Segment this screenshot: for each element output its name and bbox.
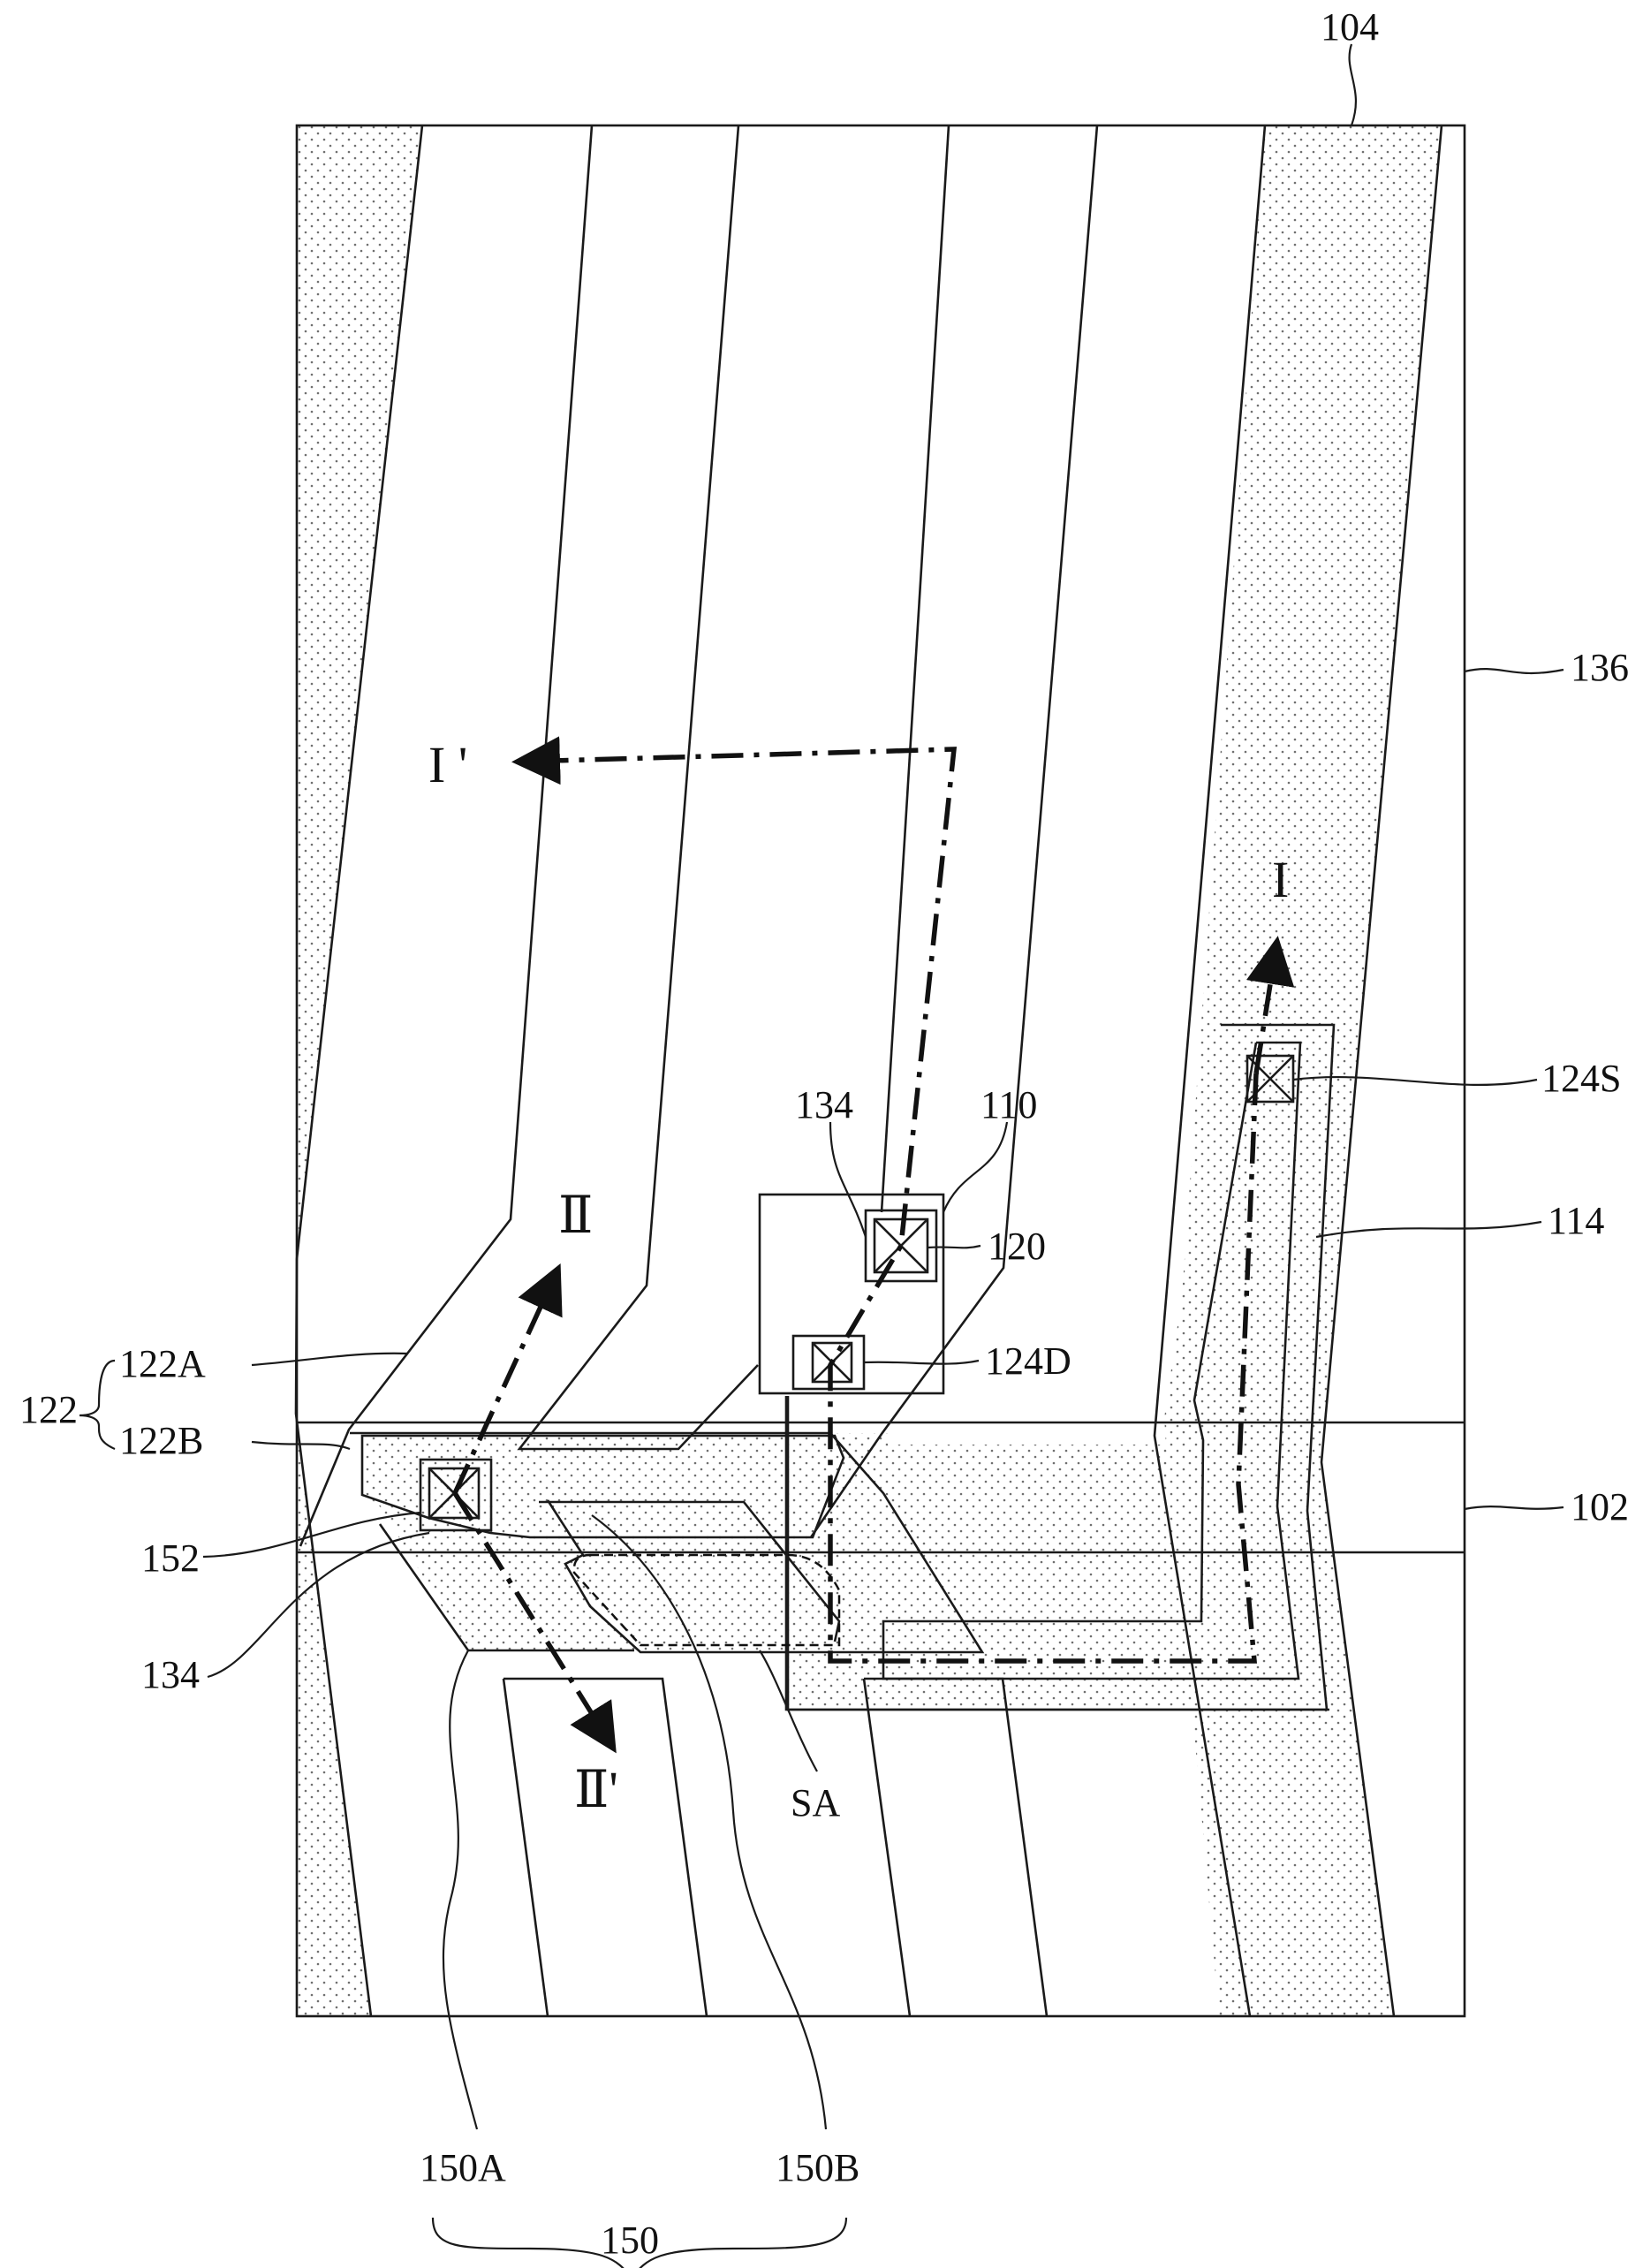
gate-line-bottom-left-2 (504, 1679, 548, 2016)
section-mark-I: I (1272, 851, 1289, 908)
leader-122A (252, 1354, 408, 1365)
label-114: 114 (1548, 1199, 1604, 1242)
gate-line-bottom-left (504, 1679, 707, 2016)
leader-110 (943, 1122, 1007, 1212)
label-120: 120 (988, 1225, 1046, 1268)
gate-line-4 (882, 125, 949, 1212)
section-mark-II: Ⅱ (558, 1187, 593, 1244)
label-150: 150 (601, 2219, 659, 2262)
leader-104 (1350, 44, 1356, 125)
left-dotted-strip (296, 125, 422, 2016)
label-102: 102 (1571, 1485, 1629, 1528)
label-134-bottom: 134 (141, 1653, 200, 1696)
label-134-top: 134 (795, 1083, 853, 1126)
gate-line-bottom-mid-2 (864, 1679, 910, 2016)
brace-122 (80, 1361, 115, 1449)
leader-150A (443, 1650, 477, 2129)
leader-124D (864, 1361, 979, 1364)
label-152: 152 (141, 1536, 200, 1580)
label-104: 104 (1321, 5, 1379, 49)
label-150B: 150B (776, 2146, 859, 2189)
leader-136 (1465, 669, 1564, 673)
label-122: 122 (19, 1388, 78, 1431)
label-SA: SA (791, 1781, 840, 1824)
label-122A: 122A (119, 1342, 206, 1385)
section-mark-I-prime: I ' (428, 736, 467, 793)
gate-line-3 (519, 125, 758, 1449)
label-110: 110 (980, 1083, 1037, 1126)
leader-134-top (830, 1122, 866, 1237)
label-150A: 150A (420, 2146, 506, 2189)
leader-102 (1465, 1506, 1564, 1509)
section-mark-II-prime: Ⅱ' (574, 1761, 618, 1818)
label-124S: 124S (1541, 1057, 1621, 1100)
contact-120 (866, 1210, 936, 1281)
label-136: 136 (1571, 646, 1629, 689)
label-122B: 122B (119, 1419, 203, 1462)
label-124D: 124D (985, 1339, 1071, 1383)
leader-114 (1316, 1222, 1541, 1237)
gate-line-bottom-mid (864, 1679, 1047, 2016)
